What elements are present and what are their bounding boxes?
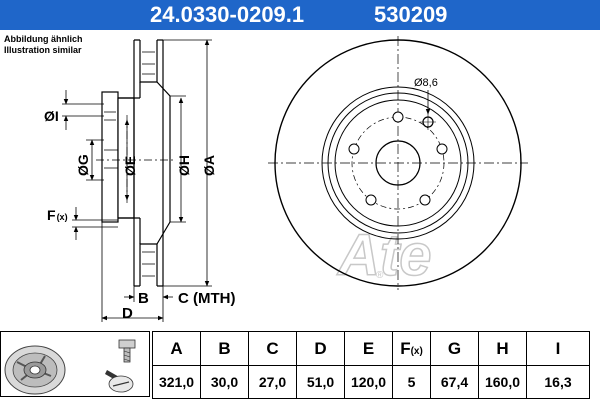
spec-value-cell: 51,0 [296,365,345,399]
spec-value-cell: 160,0 [478,365,527,399]
dim-a-lines [163,39,212,287]
spec-value-row: 321,0 30,0 27,0 51,0 120,0 5 67,4 160,0 … [152,365,590,399]
label-dim-c: C (MTH) [178,290,235,307]
spec-header-f-suffix: (x) [410,345,423,357]
caption-german: Abbildung ähnlich [4,34,83,44]
spec-header-row: A B C D E F(x) G H I [152,331,590,366]
spec-header-cell: D [296,331,345,366]
front-centerlines [268,36,528,290]
spec-value-cell: 67,4 [430,365,479,399]
spec-value-cell: 5 [392,365,431,399]
spec-header-cell: A [152,331,201,366]
label-dim-b: B [138,290,149,307]
dim-bc-lines [124,286,173,302]
spec-header-cell: G [430,331,479,366]
spec-header-cell: E [344,331,393,366]
spec-header-cell: B [200,331,249,366]
spec-value-cell: 16,3 [526,365,590,399]
bolt-hole [419,194,431,206]
spec-value-cell: 120,0 [344,365,393,399]
disc-front-view: Ate ® Ø8,6 [268,36,528,290]
dim-f-lines [72,207,118,240]
ate-logo-icon [105,370,134,393]
spec-header-f-label: F [400,338,411,358]
illustration-note: Abbildung ähnlich Illustration similar [4,34,83,56]
part-number: 24.0330-0209.1 [150,2,305,27]
bolt-icon [118,339,136,363]
watermark-trademark: ® [376,270,384,281]
label-dim-f: F(x) [47,207,68,223]
dim-g-lines [86,139,104,181]
bolt-hole [365,194,377,206]
technical-drawing: ØI ØG ØE ØH ØA F(x) B C (MTH) D [44,36,528,322]
reference-number: 530209 [374,2,448,27]
spec-header-cell: I [526,331,590,366]
spec-table: A B C D E F(x) G H I 321,0 30,0 27,0 51,… [152,331,590,399]
dim-i-lines [62,90,104,130]
brake-disc-icon [4,345,66,395]
bolt-hole [348,143,360,155]
disc-side-view [101,39,171,287]
bolt-hole [392,111,404,123]
label-dim-h: ØH [176,155,192,176]
locating-hole-cross [420,114,436,130]
label-dim-g: ØG [75,154,91,176]
spec-value-cell: 321,0 [152,365,201,399]
spec-header-cell: H [478,331,527,366]
label-dim-i: ØI [44,108,59,124]
spec-value-cell: 30,0 [200,365,249,399]
dim-h-lines [170,95,186,223]
label-hole-diameter: Ø8,6 [414,77,438,89]
title-bar: 24.0330-0209.1 530209 [0,0,600,30]
caption-english: Illustration similar [4,45,82,55]
label-dim-e: ØE [122,156,138,176]
product-thumbnail [0,331,150,397]
dim-d-lines [101,222,164,322]
bolt-hole [436,143,448,155]
label-dim-a: ØA [201,155,217,176]
ate-watermark: Ate [336,223,431,288]
spec-header-cell: C [248,331,297,366]
thumbnail-art [4,339,136,395]
spec-value-cell: 27,0 [248,365,297,399]
label-dim-d: D [122,305,133,322]
spec-header-cell: F(x) [392,331,431,366]
